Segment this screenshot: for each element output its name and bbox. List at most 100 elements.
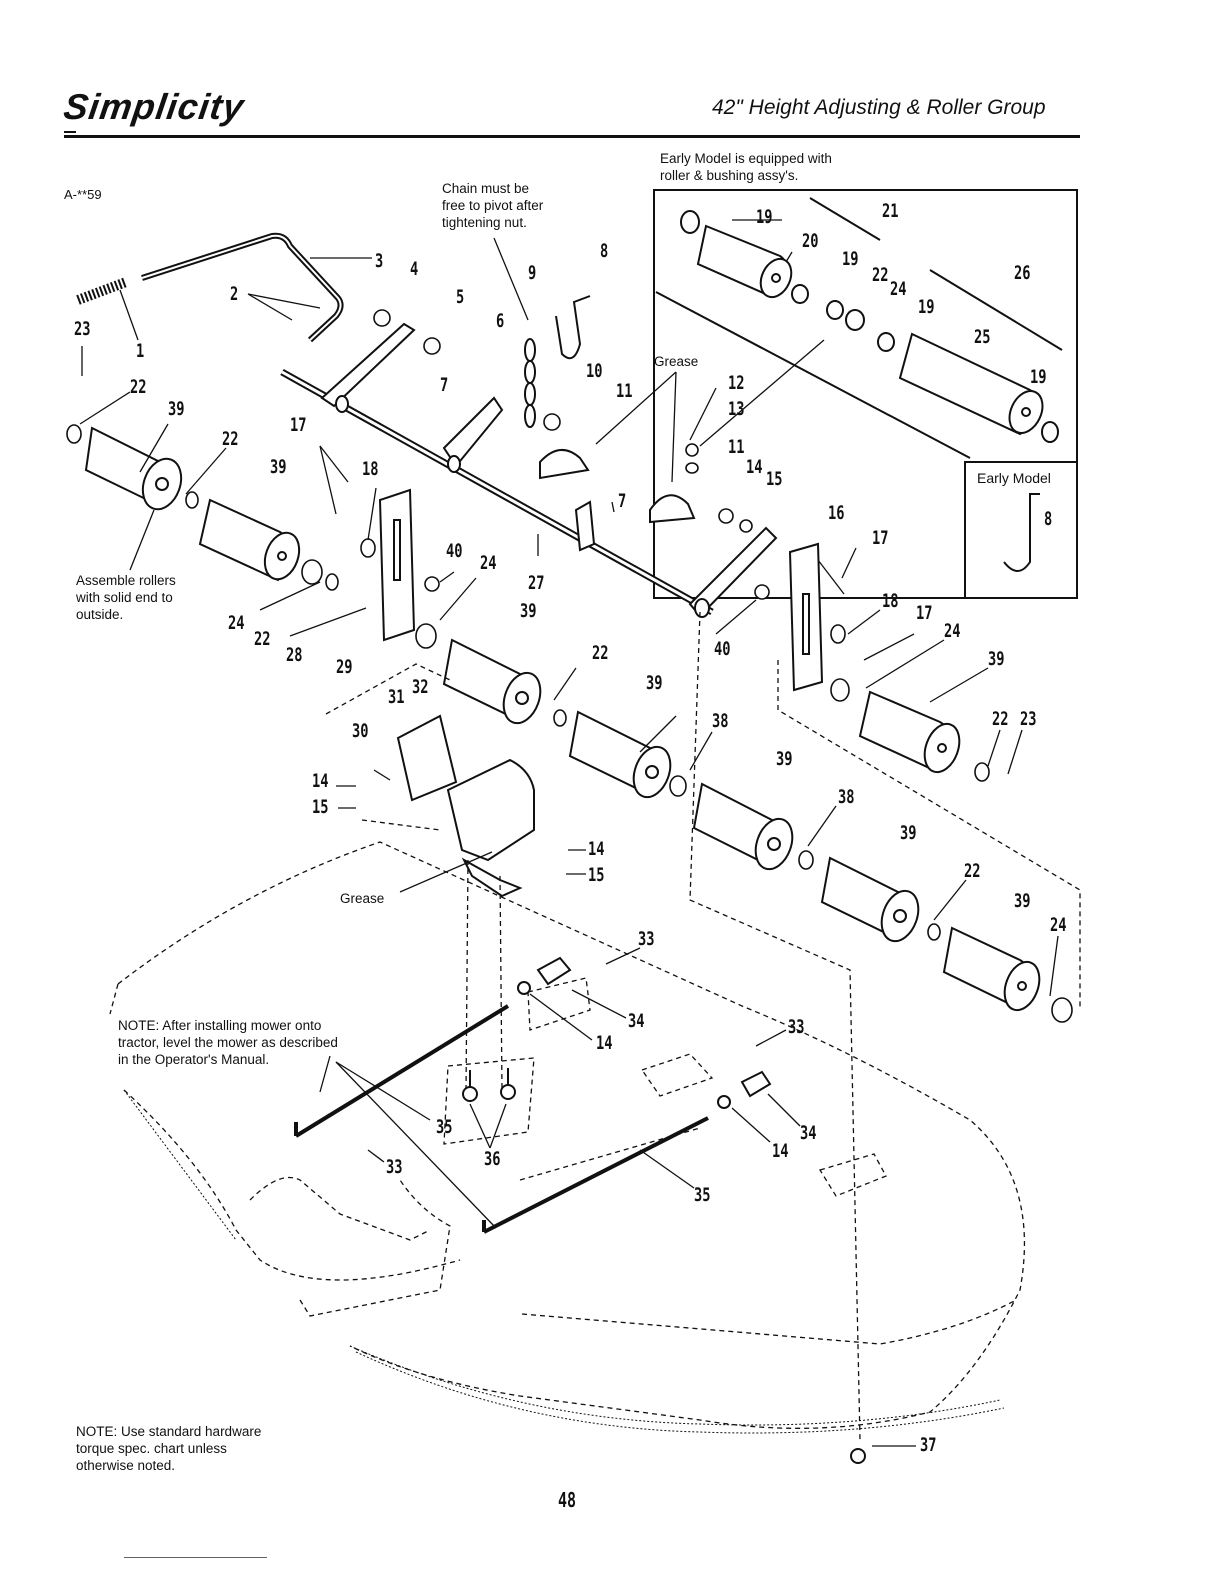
torque-note: NOTE: Use standard hardware torque spec.… <box>76 1424 262 1473</box>
early-model-note: Early Model is equipped with roller & bu… <box>660 151 832 183</box>
callout-label: 23 <box>1020 708 1037 730</box>
chain-pivot-note: Chain must be free to pivot after tighte… <box>442 181 544 230</box>
callout-label: 36 <box>484 1148 501 1170</box>
callout-label: 26 <box>1014 262 1031 284</box>
page-number: 48 <box>558 1488 577 1512</box>
assemble-rollers-note: Assemble rollers with solid end to outsi… <box>76 573 176 622</box>
callout-label: 10 <box>586 360 603 382</box>
callout-label: 34 <box>800 1122 817 1144</box>
callout-label: 7 <box>440 374 449 396</box>
callout-label: 17 <box>290 414 307 436</box>
callout-label: 23 <box>74 318 91 340</box>
callout-label: 11 <box>728 436 745 458</box>
callout-label: 16 <box>828 502 845 524</box>
callout-label: 39 <box>270 456 287 478</box>
chain-9 <box>524 338 536 428</box>
callout-label: 8 <box>1044 508 1053 530</box>
callout-label: 3 <box>375 250 384 272</box>
header-rule <box>64 135 1080 138</box>
callout-label: 14 <box>772 1140 789 1162</box>
grease-note-bottom: Grease <box>340 891 385 906</box>
callout-label: 38 <box>838 786 855 808</box>
callout-label: 24 <box>480 552 497 574</box>
callout-label: 21 <box>882 200 899 222</box>
header-rule-mark <box>64 131 76 133</box>
callout-label: 13 <box>728 398 745 420</box>
callout-label: 25 <box>974 326 991 348</box>
early-model-inset-label: Early Model <box>977 470 1051 486</box>
callout-label: 18 <box>882 590 899 612</box>
callout-label: 33 <box>386 1156 403 1178</box>
inset-roller-20 <box>680 210 793 299</box>
callout-label: 35 <box>436 1116 453 1138</box>
callout-label: 32 <box>412 676 429 698</box>
callout-label: 39 <box>1014 890 1031 912</box>
callout-label: 34 <box>628 1010 645 1032</box>
callout-label: 39 <box>900 822 917 844</box>
footer-divider <box>124 1557 267 1558</box>
callout-label: 33 <box>788 1016 805 1038</box>
callout-label: 39 <box>988 648 1005 670</box>
callout-label: 7 <box>618 490 627 512</box>
grease-note-top: Grease <box>654 354 699 369</box>
inset-roller-25 <box>898 332 1059 443</box>
callout-label: 39 <box>168 398 185 420</box>
callout-label: 24 <box>890 278 907 300</box>
callout-label: 33 <box>638 928 655 950</box>
callout-label: 38 <box>712 710 729 732</box>
callout-label: 22 <box>130 376 147 398</box>
callout-label: 30 <box>352 720 369 742</box>
callout-label: 29 <box>336 656 353 678</box>
callout-label: 2 <box>230 283 239 305</box>
callout-label: 35 <box>694 1184 711 1206</box>
callout-label: 9 <box>528 262 537 284</box>
callout-label: 39 <box>646 672 663 694</box>
callout-label: 17 <box>916 602 933 624</box>
level-mower-note: NOTE: After installing mower onto tracto… <box>118 1018 338 1067</box>
callout-label: 17 <box>872 527 889 549</box>
callout-label: 20 <box>802 230 819 252</box>
callout-label: 15 <box>588 864 605 886</box>
callout-label: 40 <box>446 540 463 562</box>
callout-label: 19 <box>1030 366 1047 388</box>
callout-label: 14 <box>312 770 329 792</box>
callout-label: 40 <box>714 638 731 660</box>
callout-label: 24 <box>228 612 245 634</box>
callout-label: 19 <box>918 296 935 318</box>
page-title: 42" Height Adjusting & Roller Group <box>712 96 1046 119</box>
callout-label: 4 <box>410 258 419 280</box>
callout-label: 22 <box>592 642 609 664</box>
callout-label: 1 <box>136 340 145 362</box>
callout-label: 28 <box>286 644 303 666</box>
callout-label: 15 <box>312 796 329 818</box>
roller-group <box>84 426 1041 1012</box>
callout-label: 6 <box>496 310 505 332</box>
callout-label: 15 <box>766 468 783 490</box>
callout-label: 11 <box>616 380 633 402</box>
callout-label: 14 <box>746 456 763 478</box>
callout-label: 24 <box>1050 914 1067 936</box>
callout-label: 24 <box>944 620 961 642</box>
callout-label: 19 <box>842 248 859 270</box>
callout-label: 8 <box>600 240 609 262</box>
callout-label: 18 <box>362 458 379 480</box>
callout-label: 22 <box>964 860 981 882</box>
callout-label: 39 <box>776 748 793 770</box>
callout-label: 5 <box>456 286 465 308</box>
callout-label: 14 <box>596 1032 613 1054</box>
callout-label: 14 <box>588 838 605 860</box>
diagram-code: A-**59 <box>64 187 102 202</box>
callout-label: 22 <box>872 264 889 286</box>
callout-label: 22 <box>222 428 239 450</box>
callout-label: 12 <box>728 372 745 394</box>
callout-label: 31 <box>388 686 405 708</box>
early-model-inset-frame <box>653 189 1078 599</box>
callout-label: 19 <box>756 206 773 228</box>
callout-label: 22 <box>254 628 271 650</box>
callout-label: 27 <box>528 572 545 594</box>
callout-label: 37 <box>920 1434 937 1456</box>
early-model-hook-frame <box>964 461 1078 599</box>
callout-label: 39 <box>520 600 537 622</box>
callout-label: 22 <box>992 708 1009 730</box>
